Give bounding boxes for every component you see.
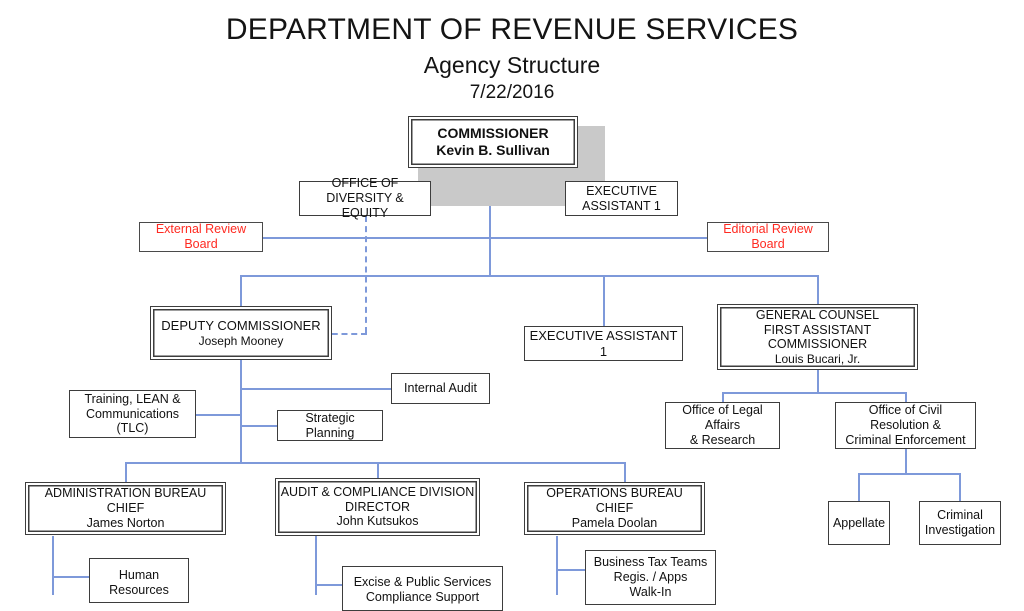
connector-to-deputy [240,275,242,307]
connector-gc-trunk [817,370,819,392]
connector-bar-bureaus [125,462,625,464]
node-strategic-planning[interactable]: Strategic Planning [277,410,383,441]
connector-admin-descender [52,536,54,595]
node-business-tax-teams[interactable]: Business Tax Teams Regis. / Apps Walk-In [585,550,716,605]
connector-bar-tier3 [240,275,818,277]
org-chart-canvas: DEPARTMENT OF REVENUE SERVICES Agency St… [25,13,1001,611]
connector-audit-descender [315,536,317,595]
commissioner-name: Kevin B. Sullivan [436,142,550,158]
node-office-of-legal-affairs[interactable]: Office of Legal Affairs & Research [665,402,780,449]
audit-compliance-name: John Kutsukos [336,514,419,529]
admin-bureau-title: ADMINISTRATION BUREAU CHIEF [44,486,207,516]
legal-affairs-line2: & Research [689,432,756,447]
connector-gc-bar [722,392,906,394]
office-diversity-line1: OFFICE OF [331,176,399,191]
connector-to-appellate [858,473,860,501]
internal-audit-label: Internal Audit [404,381,477,396]
node-commissioner[interactable]: COMMISSIONER Kevin B. Sullivan [408,116,578,168]
connector-to-general-counsel [817,275,819,304]
general-counsel-line2: FIRST ASSISTANT COMMISSIONER [763,322,872,352]
tlc-line3: (TLC) [116,421,149,436]
node-criminal-investigation[interactable]: Criminal Investigation [919,501,1001,545]
node-executive-assistant-1-top[interactable]: EXECUTIVE ASSISTANT 1 [565,181,678,216]
connector-to-criminal-investigation [959,473,961,501]
connector-civil-bar [858,473,960,475]
node-human-resources[interactable]: Human Resources [89,558,189,603]
node-editorial-review-board[interactable]: Editorial Review Board [707,222,829,252]
exec-assistant-top-line2: ASSISTANT 1 [582,198,661,213]
connector-to-audit-compliance [377,462,379,482]
connector-to-legal-affairs [722,392,724,402]
node-executive-assistant-1-mid[interactable]: EXECUTIVE ASSISTANT 1 [524,326,683,361]
appellate-label: Appellate [832,515,886,530]
page-subtitle: Agency Structure [423,52,601,78]
tlc-line1: Training, LEAN & [84,391,181,406]
excise-line2: Compliance Support [365,589,480,604]
connector-to-exec-assistant-mid [603,275,605,326]
node-internal-audit[interactable]: Internal Audit [391,373,490,404]
exec-assistant-top-line1: EXECUTIVE [586,183,657,198]
general-counsel-line1: GENERAL COUNSEL [755,307,880,322]
strategic-planning-label: Strategic Planning [305,410,355,440]
connector-operations-descender [556,536,558,595]
node-office-of-diversity-and-equity[interactable]: OFFICE OF DIVERSITY & EQUITY [299,176,431,220]
connector-to-admin-bureau [125,462,127,482]
connector-deputy-to-tlc [196,414,241,416]
office-diversity-line2: DIVERSITY & EQUITY [326,191,404,220]
connector-deputy-to-internal-audit [240,388,392,390]
civil-resolution-line1: Office of Civil Resolution & [868,403,943,433]
commissioner-title: COMMISSIONER [437,125,549,142]
node-appellate[interactable]: Appellate [828,501,890,545]
criminal-investigation-line1: Criminal [937,508,983,523]
audit-compliance-line1: AUDIT & COMPLIANCE DIVISION [280,484,475,499]
node-office-of-civil-resolution[interactable]: Office of Civil Resolution & Criminal En… [835,402,976,449]
connector-bar-review-boards [262,237,710,239]
connector-to-civil-resolution [905,392,907,402]
human-resources-label: Human Resources [109,567,169,597]
connector-to-operations-bureau [624,462,626,482]
deputy-commissioner-name: Joseph Mooney [198,333,284,348]
business-tax-line2: Regis. / Apps [613,570,688,585]
operations-bureau-name: Pamela Doolan [571,515,658,530]
business-tax-line1: Business Tax Teams [593,555,708,570]
connector-to-business-tax [556,569,586,571]
page-title: DEPARTMENT OF REVENUE SERVICES [225,13,799,46]
operations-bureau-title: OPERATIONS BUREAU CHIEF [546,486,683,516]
connector-dashed-diversity [365,216,367,333]
admin-bureau-name: James Norton [86,515,165,530]
civil-resolution-line2: Criminal Enforcement [845,432,966,447]
node-deputy-commissioner[interactable]: DEPUTY COMMISSIONER Joseph Mooney [150,306,332,360]
legal-affairs-line1: Office of Legal Affairs [682,403,763,433]
connector-deputy-to-strategic-planning [240,425,277,427]
connector-to-excise [315,584,343,586]
excise-line1: Excise & Public Services [353,574,492,589]
business-tax-line3: Walk-In [629,584,672,599]
node-operations-bureau-chief[interactable]: OPERATIONS BUREAU CHIEF Pamela Doolan [524,482,705,535]
general-counsel-name: Louis Bucari, Jr. [774,352,861,367]
node-tlc[interactable]: Training, LEAN & Communications (TLC) [69,390,196,438]
node-general-counsel[interactable]: GENERAL COUNSEL FIRST ASSISTANT COMMISSI… [717,304,918,370]
criminal-investigation-line2: Investigation [924,523,996,537]
audit-compliance-line2: DIRECTOR [344,499,411,514]
connector-civil-trunk [905,449,907,473]
page-date: 7/22/2016 [469,82,555,103]
node-excise-public-services[interactable]: Excise & Public Services Compliance Supp… [342,566,503,611]
deputy-commissioner-title: DEPUTY COMMISSIONER [161,318,321,334]
node-administration-bureau-chief[interactable]: ADMINISTRATION BUREAU CHIEF James Norton [25,482,226,535]
node-external-review-board[interactable]: External Review Board [139,222,263,252]
connector-dashed-diversity-leg [322,333,367,335]
exec-assistant-mid-label: EXECUTIVE ASSISTANT 1 [529,328,678,359]
node-audit-compliance-division[interactable]: AUDIT & COMPLIANCE DIVISION DIRECTOR Joh… [275,478,480,536]
connector-commissioner-trunk [489,166,491,276]
connector-to-human-resources [52,576,90,578]
external-review-board-label: External Review Board [155,222,247,251]
connector-deputy-trunk [240,360,242,463]
editorial-review-board-label: Editorial Review Board [723,222,813,251]
tlc-line2: Communications [85,406,180,421]
